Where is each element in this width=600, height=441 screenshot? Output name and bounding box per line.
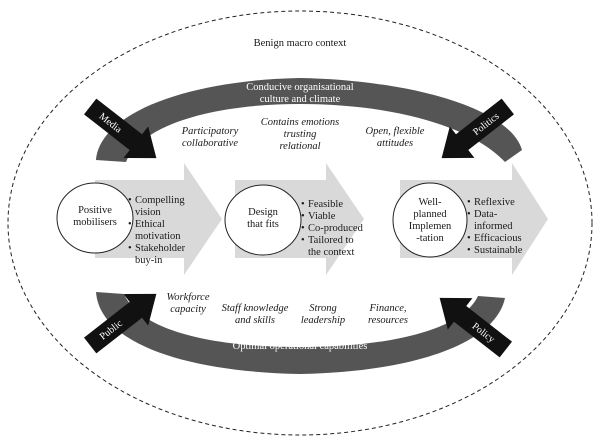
stage-3-title-line2: planned bbox=[413, 209, 447, 221]
stage-3-title: Well- planned Implemen -tation bbox=[395, 197, 465, 245]
capability-finance-line1: Finance, bbox=[369, 303, 407, 314]
bullet-sustainable: Sustainable bbox=[467, 245, 522, 257]
bullet-co-produced: Co-produced bbox=[301, 223, 363, 235]
top-band-label-line2: culture and climate bbox=[259, 94, 341, 106]
quality-open-line2: attitudes bbox=[376, 138, 414, 150]
stage-1-title-line1: Positive bbox=[78, 205, 112, 216]
stage-1-title-line2: mobilisers bbox=[73, 217, 117, 229]
bullet-feasible: Feasible bbox=[301, 199, 363, 211]
macro-context-label: Benign macro context bbox=[253, 38, 347, 49]
bullet-line: buy-in bbox=[135, 255, 163, 267]
quality-emotions-line2: trusting bbox=[283, 129, 317, 141]
bullet-line: Compelling bbox=[135, 195, 185, 206]
bullet-line: vision bbox=[135, 207, 161, 219]
stage-3-bullets: Reflexive Data-informed Efficacious Sust… bbox=[467, 197, 522, 257]
politics-arrow bbox=[441, 98, 514, 159]
bullet-line: the context bbox=[308, 247, 355, 259]
capability-staff: Staff knowledge and skills bbox=[210, 303, 300, 327]
quality-participatory: Participatory collaborative bbox=[160, 126, 260, 150]
public-arrow bbox=[84, 293, 157, 354]
capability-leadership-line2: leadership bbox=[300, 315, 346, 327]
top-band-label-line1: Conducive organisational bbox=[246, 82, 354, 93]
capability-finance-line2: resources bbox=[367, 315, 409, 327]
bullet-line: Stakeholder bbox=[135, 243, 186, 255]
quality-participatory-line2: collaborative bbox=[182, 138, 238, 150]
quality-participatory-line1: Participatory bbox=[181, 126, 239, 137]
media-arrow bbox=[84, 98, 157, 159]
bullet-viable: Viable bbox=[301, 211, 363, 223]
capability-workforce: Workforce capacity bbox=[148, 292, 228, 316]
quality-open: Open, flexible attitudes bbox=[345, 126, 445, 150]
top-band bbox=[96, 78, 522, 162]
stage-2-title-line2: that fits bbox=[247, 219, 279, 231]
capability-staff-line2: and skills bbox=[235, 315, 275, 327]
bullet-line: motivation bbox=[135, 231, 181, 243]
stage-3-title-line4: -tation bbox=[416, 233, 444, 245]
stage-2-bullets: Feasible Viable Co-produced Tailored tot… bbox=[301, 199, 363, 259]
policy-arrow bbox=[439, 297, 512, 358]
quality-open-line1: Open, flexible bbox=[365, 126, 425, 137]
stage-3-title-line3: Implemen bbox=[408, 221, 452, 233]
stage-1-title: Positive mobilisers bbox=[60, 205, 130, 229]
quality-emotions-line1: Contains emotions bbox=[260, 117, 340, 128]
capability-workforce-line1: Workforce bbox=[166, 292, 210, 303]
bullet-line: Ethical bbox=[135, 219, 165, 231]
stage-3-title-line1: Well- bbox=[418, 197, 442, 208]
macro-context-ellipse bbox=[7, 10, 593, 436]
stage-2-title-line1: Design bbox=[248, 207, 278, 218]
bullet-line: Data- bbox=[474, 209, 498, 221]
bottom-band bbox=[96, 292, 505, 374]
capability-workforce-line2: capacity bbox=[170, 304, 206, 316]
bullet-line: Tailored to bbox=[308, 235, 354, 247]
capability-finance: Finance, resources bbox=[353, 303, 423, 327]
bullet-reflexive: Reflexive bbox=[467, 197, 522, 209]
quality-emotions: Contains emotions trusting relational bbox=[245, 117, 355, 153]
capability-staff-line1: Staff knowledge bbox=[221, 303, 289, 314]
capability-leadership: Strong leadership bbox=[288, 303, 358, 327]
bottom-band-label: Optimal operational capabilities bbox=[232, 341, 368, 352]
capability-leadership-line1: Strong bbox=[309, 303, 337, 314]
bullet-data-informed: Data-informed bbox=[467, 209, 522, 233]
stage-2-title: Design that fits bbox=[228, 207, 298, 231]
bullet-line: informed bbox=[474, 221, 513, 233]
bullet-efficacious: Efficacious bbox=[467, 233, 522, 245]
quality-relational: relational bbox=[279, 141, 321, 153]
top-band-label: Conducive organisational culture and cli… bbox=[220, 82, 380, 106]
